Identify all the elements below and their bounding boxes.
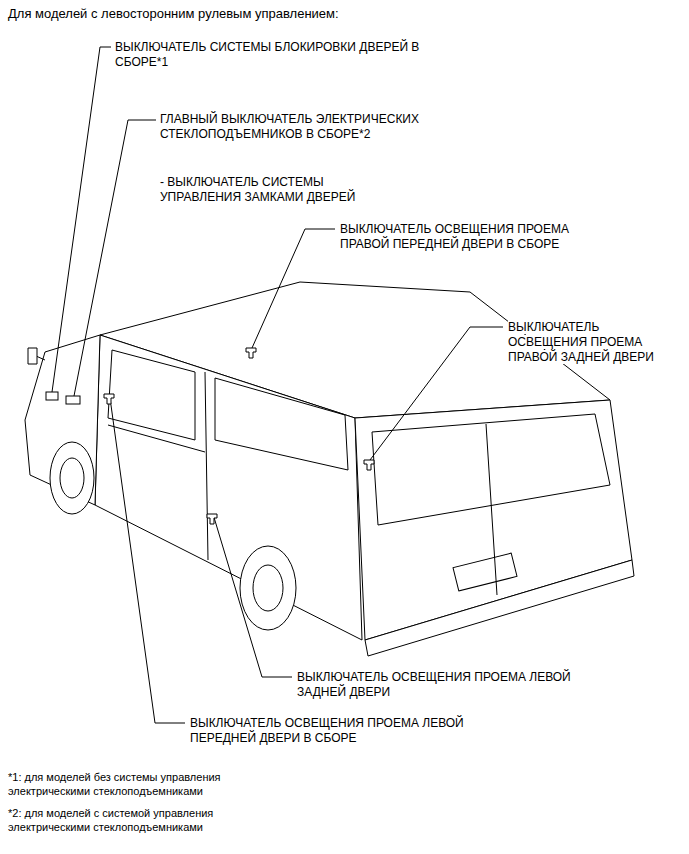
part-label-box: ВЫКЛЮЧАТЕЛЬ ОСВЕЩЕНИЯ ПРОЕМА ПРАВОЙ ПЕРЕ… [340, 222, 615, 252]
part-label: ВЫКЛЮЧАТЕЛЬ ОСВЕЩЕНИЯ ПРОЕМА ЛЕВОЙ ЗАДНЕ… [297, 670, 571, 699]
license-plate [453, 553, 517, 591]
part-label-box: - ВЫКЛЮЧАТЕЛЬ СИСТЕМЫ УПРАВЛЕНИЯ ЗАМКАМИ… [160, 175, 360, 205]
rear-wheel [240, 546, 296, 630]
part-label: ВЫКЛЮЧАТЕЛЬ СИСТЕМЫ БЛОКИРОВКИ ДВЕРЕЙ В … [115, 40, 419, 69]
footnote: *2: для моделей с системой управления эл… [8, 807, 213, 833]
switch-symbol [66, 396, 80, 404]
part-label-box: ВЫКЛЮЧАТЕЛЬ ОСВЕЩЕНИЯ ПРОЕМА ЛЕВОЙ ЗАДНЕ… [297, 670, 587, 700]
part-label-box: ВЫКЛЮЧАТЕЛЬ СИСТЕМЫ БЛОКИРОВКИ ДВЕРЕЙ В … [115, 40, 475, 70]
door-line [205, 372, 208, 560]
mirror [28, 348, 37, 364]
part-label-box: ВЫКЛЮЧАТЕЛЬ ОСВЕЩЕНИЯ ПРОЕМА ЛЕВОЙ ПЕРЕД… [190, 716, 500, 746]
front-wheel [50, 442, 94, 514]
part-label: ВЫКЛЮЧАТЕЛЬ ОСВЕЩЕНИЯ ПРОЕМА ПРАВОЙ ПЕРЕ… [340, 222, 569, 251]
rear-wheel [253, 565, 283, 611]
front-wheel [60, 458, 84, 498]
leader-line [74, 120, 156, 396]
door-line [108, 425, 205, 452]
switch-symbol [46, 392, 58, 400]
footnote-box: *2: для моделей с системой управления эл… [8, 806, 298, 834]
front-window [108, 350, 195, 440]
part-label: ВЫКЛЮЧАТЕЛЬ ОСВЕЩЕНИЯ ПРОЕМА ПРАВОЙ ЗАДН… [508, 320, 654, 364]
leader-line [110, 398, 185, 723]
rear-door-split [486, 424, 497, 595]
rear-bumper [365, 560, 634, 656]
leader-line [213, 514, 292, 677]
leader-line [370, 327, 503, 460]
side-window [215, 378, 348, 470]
heading: Для моделей с левосторонним рулевым упра… [8, 6, 339, 21]
part-label-box: ВЫКЛЮЧАТЕЛЬ ОСВЕЩЕНИЯ ПРОЕМА ПРАВОЙ ЗАДН… [508, 320, 680, 365]
part-label-box: ГЛАВНЫЙ ВЫКЛЮЧАТЕЛЬ ЭЛЕКТРИЧЕСКИХ СТЕКЛО… [160, 112, 480, 142]
part-label: ГЛАВНЫЙ ВЫКЛЮЧАТЕЛЬ ЭЛЕКТРИЧЕСКИХ СТЕКЛО… [160, 112, 419, 141]
switch-symbol [207, 514, 217, 524]
switch-symbol [364, 460, 374, 470]
leader-line [252, 229, 335, 348]
switch-symbol [104, 394, 114, 404]
switch-symbol [246, 348, 256, 358]
heading-box: Для моделей с левосторонним рулевым упра… [8, 6, 608, 22]
part-label: ВЫКЛЮЧАТЕЛЬ ОСВЕЩЕНИЯ ПРОЕМА ЛЕВОЙ ПЕРЕД… [190, 716, 464, 745]
part-label: - ВЫКЛЮЧАТЕЛЬ СИСТЕМЫ УПРАВЛЕНИЯ ЗАМКАМИ… [160, 175, 355, 204]
footnote-box: *1: для моделей без системы управления э… [8, 770, 298, 798]
footnote: *1: для моделей без системы управления э… [8, 771, 221, 797]
leader-line [52, 47, 111, 392]
van-side [95, 335, 362, 640]
